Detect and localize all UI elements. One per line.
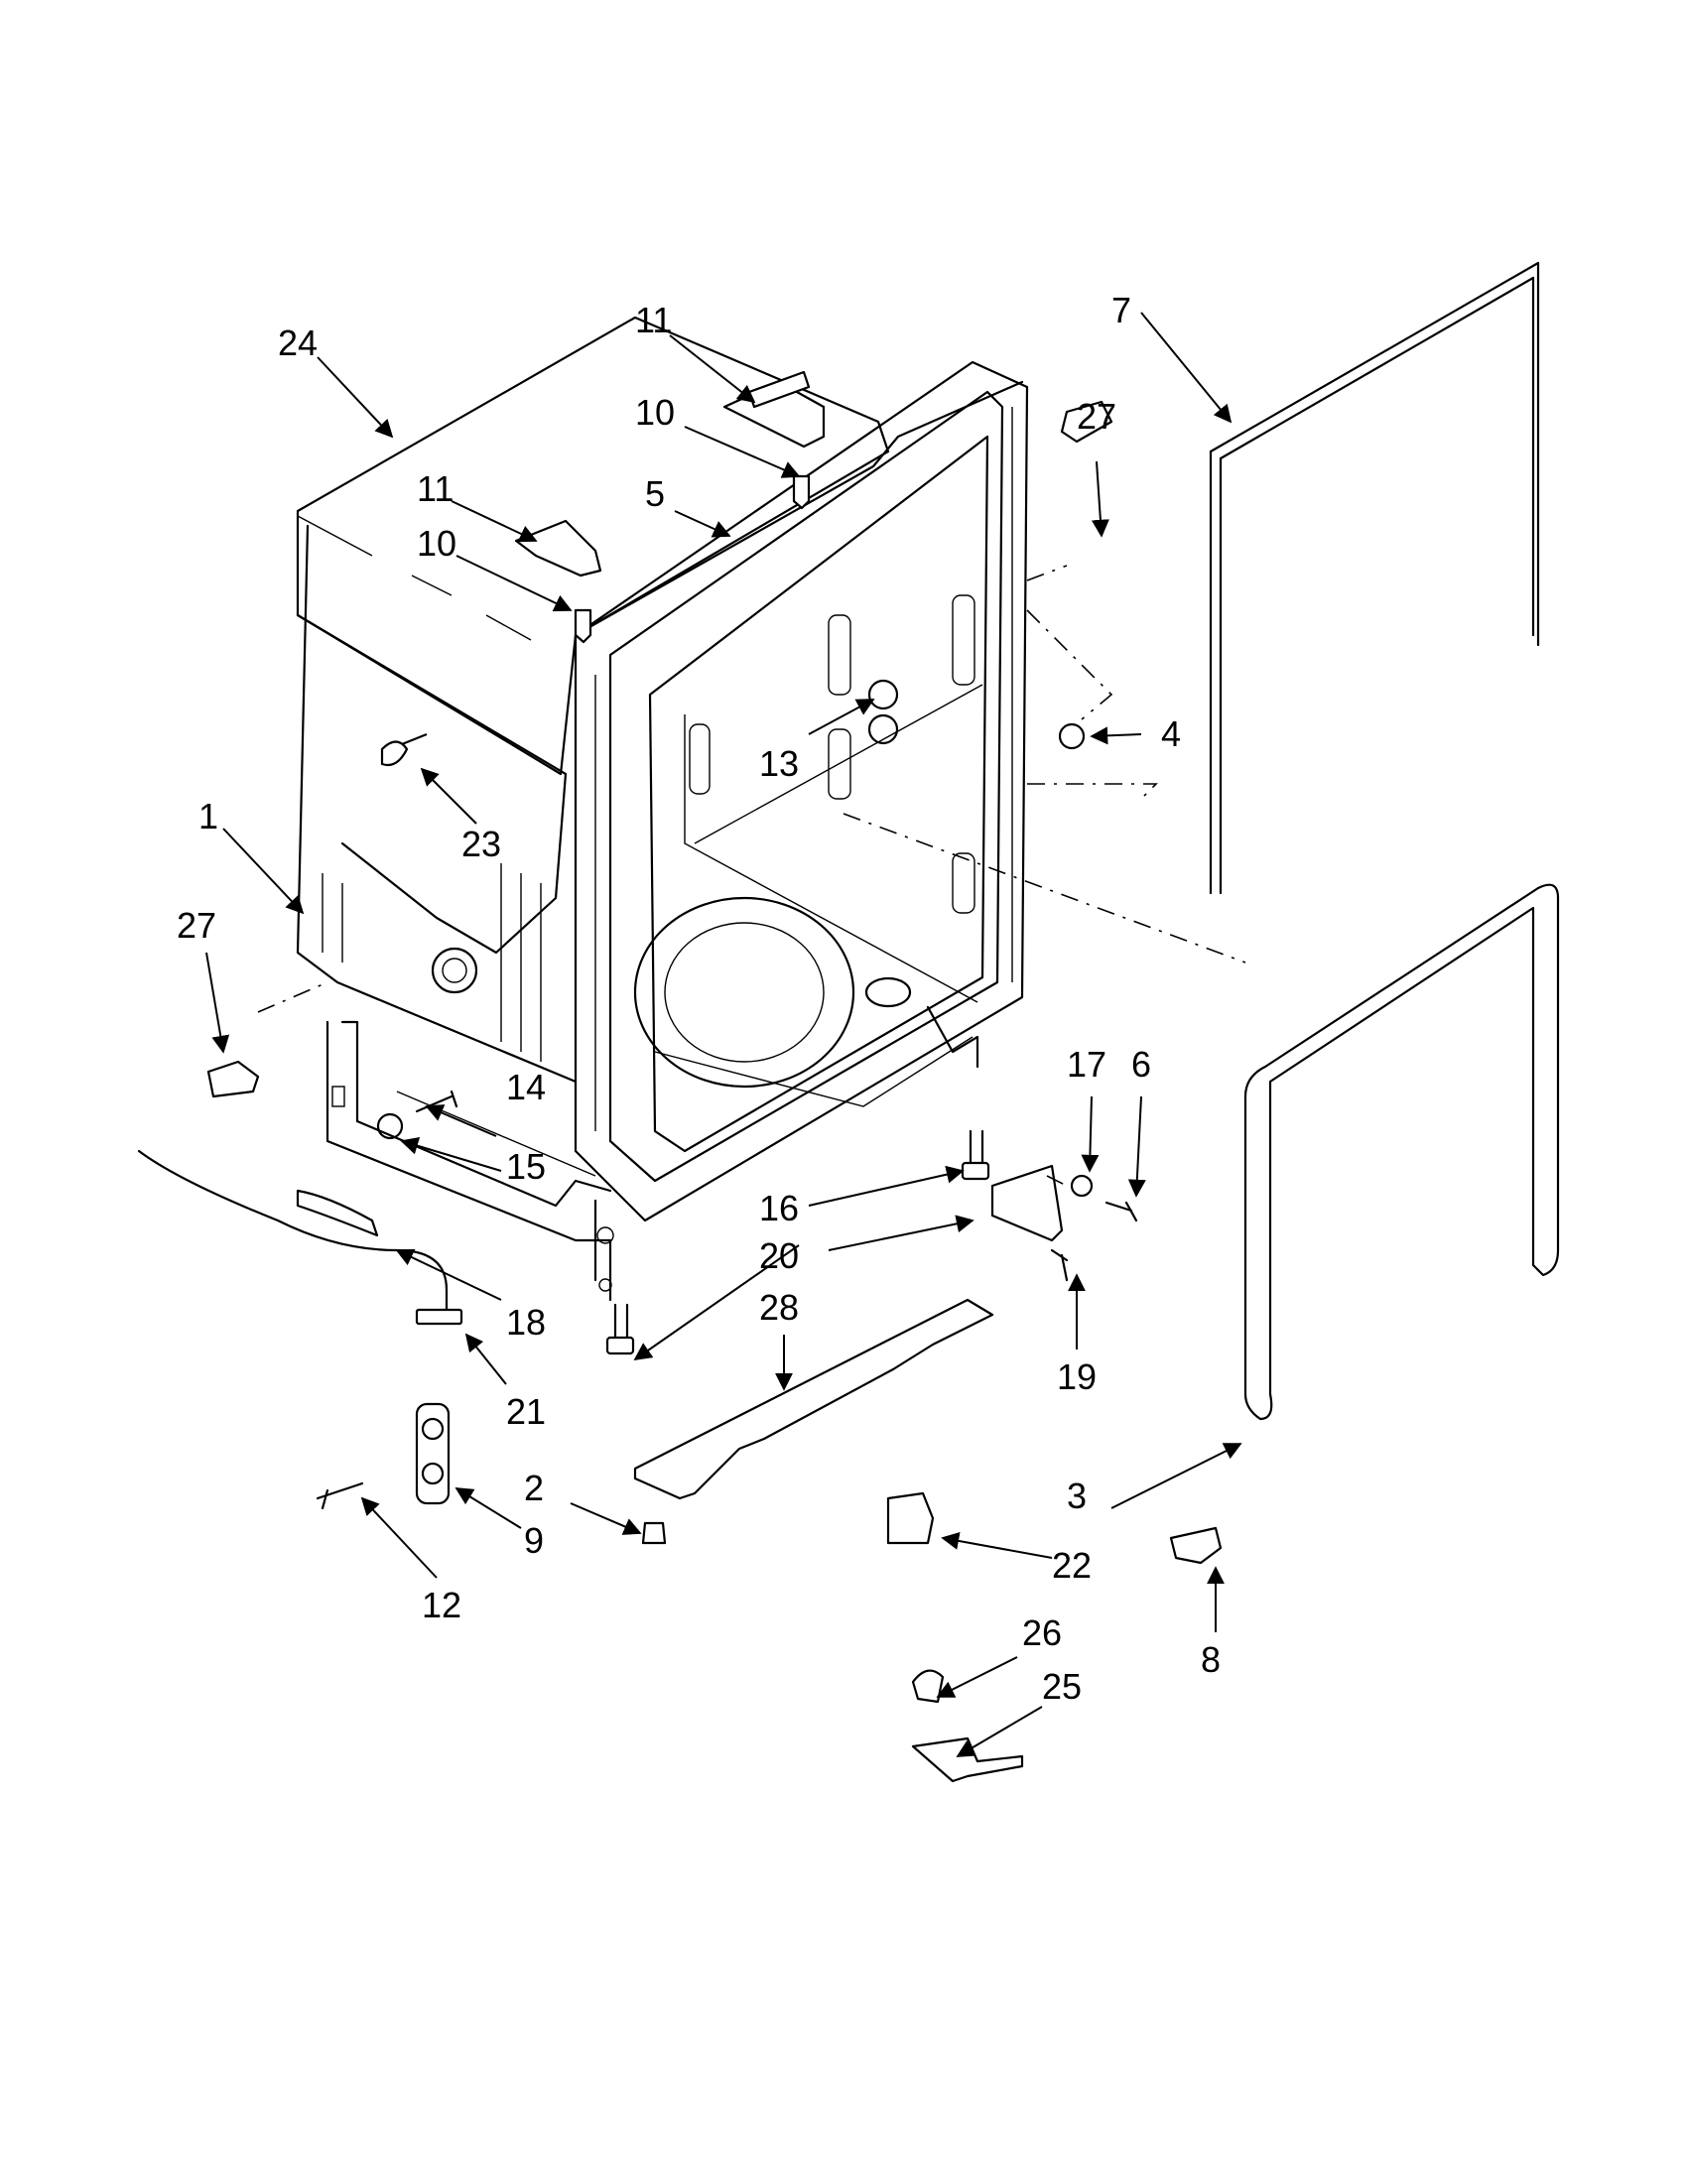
latch-8 [1169,1526,1223,1565]
callout-13: 13 [759,743,799,784]
clip-22 [886,1491,935,1545]
screw-10-left [574,608,592,644]
callout-20: 20 [759,1235,799,1276]
callout-6: 6 [1131,1044,1151,1085]
callout-11-upper: 11 [635,300,672,340]
callout-8: 8 [1201,1639,1221,1680]
bracket-25 [911,1736,1024,1783]
callout-16: 16 [759,1188,799,1228]
callout-12: 12 [422,1585,461,1625]
screw-14 [415,1090,458,1113]
callout-28: 28 [759,1287,799,1328]
washer-17 [1070,1174,1094,1198]
screw-19 [1050,1248,1069,1282]
assembly-lines [257,565,1246,1187]
door-seal-lower [1243,883,1560,1421]
callout-2: 2 [524,1468,544,1508]
push-pin-23 [380,732,428,767]
clip-27-upper [1060,400,1113,444]
callout-21: 21 [506,1391,546,1432]
callout-22: 22 [1052,1545,1092,1586]
callout-10-left: 10 [417,523,456,564]
connector-21 [415,1308,463,1326]
callout-27-left: 27 [177,905,216,946]
screw-10-upper [792,474,811,510]
callout-5: 5 [645,473,665,514]
callout-3: 3 [1067,1476,1087,1516]
plate-28 [633,1298,994,1500]
callout-14: 14 [506,1067,546,1107]
callout-11-left: 11 [417,468,454,509]
callout-labels: 24 11 10 5 11 10 7 27 4 13 23 1 27 14 15… [177,290,1221,1707]
callout-17: 17 [1067,1044,1106,1085]
callout-19: 19 [1057,1356,1097,1397]
callout-25: 25 [1042,1666,1082,1707]
nut-15 [376,1112,404,1140]
callout-1: 1 [198,796,218,836]
callout-10-upper: 10 [635,392,675,433]
callout-15: 15 [506,1146,546,1187]
callout-4: 4 [1161,713,1181,754]
foot-2 [641,1521,667,1545]
plug-4 [1058,722,1086,750]
wire-harness-18 [137,1149,449,1317]
screw-6 [1104,1201,1138,1222]
callout-27-upper: 27 [1077,396,1116,437]
clip-27-left [206,1060,260,1098]
screw-12 [316,1481,364,1510]
callout-24: 24 [278,322,318,363]
leader-arrows [205,312,1242,1757]
callout-18: 18 [506,1302,546,1343]
callout-9: 9 [524,1520,544,1561]
cap-26 [911,1669,945,1704]
door-gasket-upper [1209,261,1540,895]
roller-13 [867,679,899,745]
bracket-20 [990,1164,1064,1242]
callout-23: 23 [461,824,501,864]
bracket-9 [415,1402,451,1505]
callout-7: 7 [1111,290,1131,330]
callout-26: 26 [1022,1612,1062,1653]
tub-assembly [296,316,1029,1222]
spring-18 [296,1189,379,1237]
